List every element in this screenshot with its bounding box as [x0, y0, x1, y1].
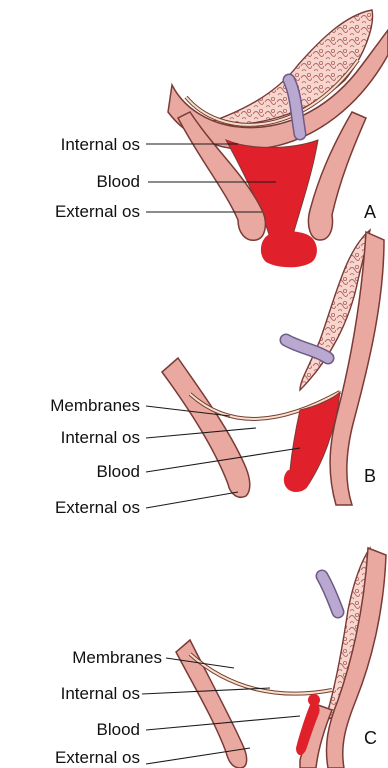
label-blood-a: Blood	[97, 172, 140, 192]
panel-a-drawing	[146, 10, 388, 267]
panel-b-drawing	[146, 230, 384, 508]
panel-c-drawing	[142, 548, 386, 768]
clot-c	[308, 694, 320, 706]
panel-letter-c: C	[364, 728, 377, 749]
label-membranes-c: Membranes	[72, 648, 162, 668]
label-internal-os-a: Internal os	[61, 135, 140, 155]
label-external-os-b: External os	[55, 498, 140, 518]
clot-a	[261, 231, 317, 267]
label-blood-c: Blood	[97, 720, 140, 740]
label-external-os-a: External os	[55, 202, 140, 222]
cervix-left-b	[162, 358, 250, 497]
label-membranes-b: Membranes	[50, 396, 140, 416]
label-internal-os-c: Internal os	[61, 684, 140, 704]
cervix-right-a	[308, 112, 366, 240]
leader-external-os-b	[146, 492, 238, 508]
label-external-os-c: External os	[55, 748, 140, 768]
label-blood-b: Blood	[97, 462, 140, 482]
label-internal-os-b: Internal os	[61, 428, 140, 448]
panel-letter-b: B	[364, 466, 376, 487]
panel-letter-a: A	[364, 202, 376, 223]
cervix-left-c	[176, 640, 247, 768]
